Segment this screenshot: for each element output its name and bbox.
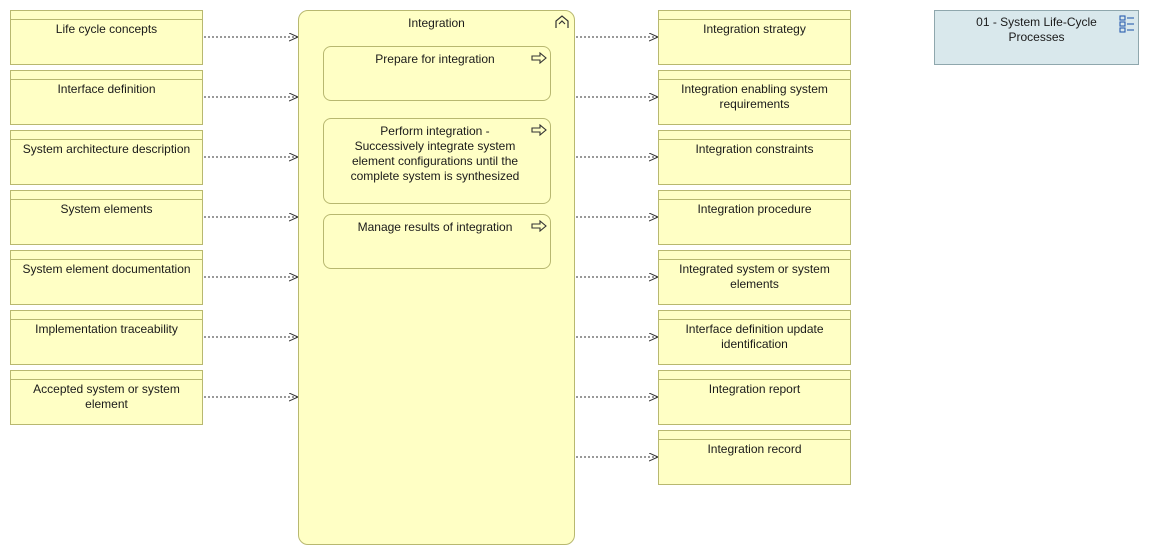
process-arrow-icon xyxy=(531,124,547,136)
output-object-label: Integration record xyxy=(707,442,802,456)
input-object-label: Life cycle concepts xyxy=(55,22,158,36)
output-object-integration-record[interactable]: Integration record xyxy=(658,430,851,485)
input-object-label: System elements xyxy=(60,202,153,216)
input-object-label: Interface definition xyxy=(57,82,156,96)
input-object-label: System element documentation xyxy=(22,262,191,276)
input-object-system-elements[interactable]: System elements xyxy=(10,190,203,245)
subprocess-label: Perform integration - Successively integ… xyxy=(350,124,520,183)
input-object-implementation-traceability[interactable]: Implementation traceability xyxy=(10,310,203,365)
process-arrow-icon xyxy=(531,52,547,64)
output-object-label: Integration enabling system requirements xyxy=(681,82,828,111)
integration-process[interactable]: Integration Prepare for integration Perf… xyxy=(298,10,575,545)
output-object-integrated-system[interactable]: Integrated system or system elements xyxy=(658,250,851,305)
subprocess-label: Prepare for integration xyxy=(375,52,495,66)
output-object-label: Integration strategy xyxy=(703,22,806,36)
output-object-integration-constraints[interactable]: Integration constraints xyxy=(658,130,851,185)
input-object-life-cycle-concepts[interactable]: Life cycle concepts xyxy=(10,10,203,65)
process-icon xyxy=(555,15,569,28)
output-object-integration-enabling-system-requirements[interactable]: Integration enabling system requirements xyxy=(658,70,851,125)
subprocess-perform-integration[interactable]: Perform integration - Successively integ… xyxy=(323,118,551,204)
grouping-system-life-cycle-processes[interactable]: 01 - System Life-Cycle Processes xyxy=(934,10,1139,65)
output-object-interface-definition-update[interactable]: Interface definition update identificati… xyxy=(658,310,851,365)
input-object-system-architecture-description[interactable]: System architecture description xyxy=(10,130,203,185)
grouping-icon xyxy=(1119,15,1134,33)
subprocess-manage-results-of-integration[interactable]: Manage results of integration xyxy=(323,214,551,269)
output-object-integration-report[interactable]: Integration report xyxy=(658,370,851,425)
output-object-label: Integration constraints xyxy=(695,142,814,156)
subprocess-prepare-for-integration[interactable]: Prepare for integration xyxy=(323,46,551,101)
output-object-label: Interface definition update identificati… xyxy=(685,322,824,351)
input-object-label: System architecture description xyxy=(22,142,191,156)
input-object-system-element-documentation[interactable]: System element documentation xyxy=(10,250,203,305)
output-object-integration-strategy[interactable]: Integration strategy xyxy=(658,10,851,65)
input-object-label: Implementation traceability xyxy=(35,322,178,336)
input-object-interface-definition[interactable]: Interface definition xyxy=(10,70,203,125)
process-title: Integration xyxy=(408,16,465,30)
process-arrow-icon xyxy=(531,220,547,232)
output-object-label: Integrated system or system elements xyxy=(679,262,830,291)
subprocess-label: Manage results of integration xyxy=(357,220,513,234)
grouping-label: 01 - System Life-Cycle Processes xyxy=(976,15,1097,44)
input-object-accepted-system[interactable]: Accepted system or system element xyxy=(10,370,203,425)
output-object-label: Integration report xyxy=(708,382,801,396)
output-object-integration-procedure[interactable]: Integration procedure xyxy=(658,190,851,245)
input-object-label: Accepted system or system element xyxy=(33,382,180,411)
output-object-label: Integration procedure xyxy=(697,202,812,216)
